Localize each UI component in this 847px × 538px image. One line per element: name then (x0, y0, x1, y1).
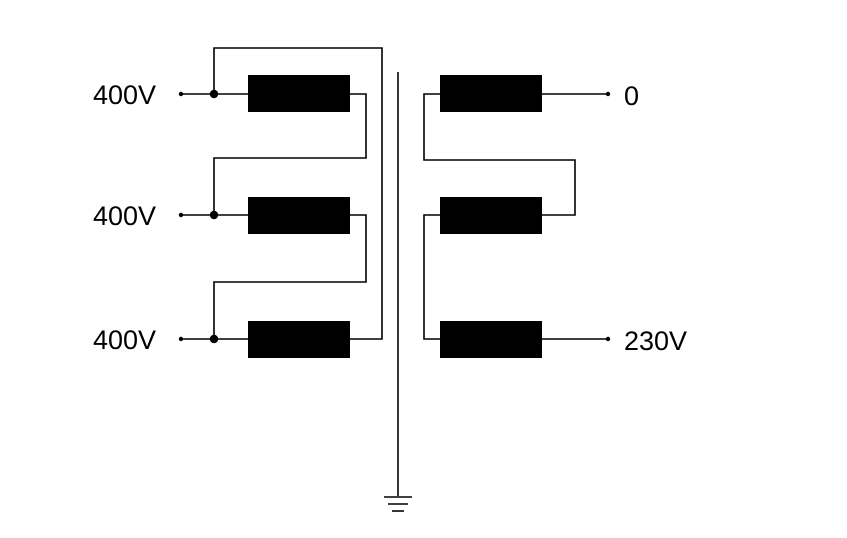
primary-link-1-2 (213, 93, 367, 215)
primary-loop-top (213, 47, 383, 340)
output-terminal-0 (605, 91, 611, 97)
output-terminal-230 (605, 336, 611, 342)
primary-winding-group (178, 47, 383, 358)
primary-link-2-3 (213, 214, 367, 339)
input-label-2: 400V (93, 201, 156, 231)
output-label-0: 0 (624, 81, 639, 111)
input-terminal-1 (178, 91, 184, 97)
primary-coil-3 (248, 321, 350, 358)
primary-coil-2 (248, 197, 350, 234)
secondary-winding-group (423, 75, 611, 358)
output-label-230: 230V (624, 326, 687, 356)
primary-coil-1 (248, 75, 350, 112)
input-terminal-2 (178, 212, 184, 218)
terminal-labels: 400V 400V 400V 0 230V (93, 80, 687, 356)
ground-symbol-icon (384, 496, 412, 512)
secondary-link-2-3 (423, 214, 440, 340)
transformer-core-group (384, 72, 412, 512)
secondary-coil-3 (440, 321, 542, 358)
secondary-link-1-2 (423, 93, 576, 216)
secondary-coil-2 (440, 197, 542, 234)
input-label-3: 400V (93, 325, 156, 355)
secondary-coil-1 (440, 75, 542, 112)
input-label-1: 400V (93, 80, 156, 110)
input-terminal-3 (178, 336, 184, 342)
